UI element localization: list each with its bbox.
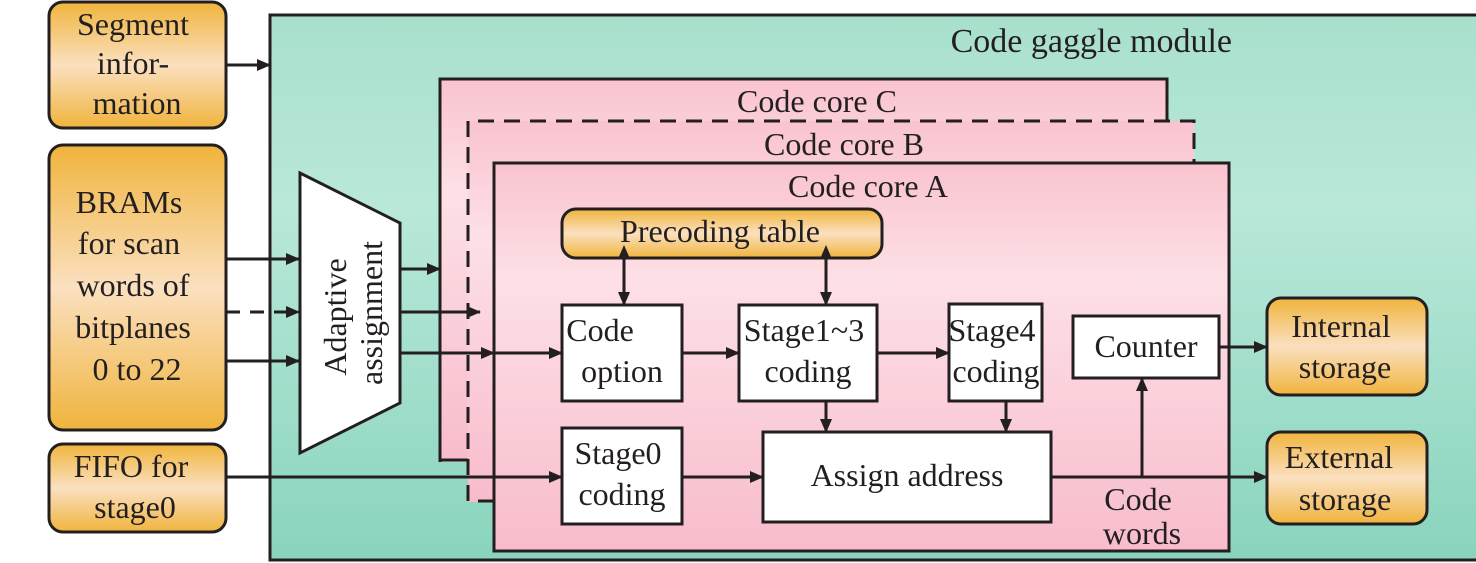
segment-information-box: Segment infor- mation xyxy=(47,0,228,130)
svg-text:Adaptive assignment: Adaptive assignment xyxy=(317,241,389,385)
brams-line-1: BRAMs xyxy=(76,184,183,220)
svg-text:FIFO for stage0: FIFO for stage0 xyxy=(74,448,197,525)
stage1-3-coding-block: Stage1~3 coding xyxy=(737,303,879,403)
stage4-line-1: Stage4 xyxy=(948,312,1035,348)
adaptive-assignment-block: Adaptive assignment xyxy=(298,170,402,456)
brams-box: BRAMs for scan words of bitplanes 0 to 2… xyxy=(47,143,228,432)
counter-block: Counter xyxy=(1071,314,1221,380)
internal-line-2: storage xyxy=(1299,349,1391,385)
svg-text:Stage0 coding: Stage0 coding xyxy=(574,435,669,512)
internal-storage-box: Internal storage xyxy=(1265,296,1429,397)
svg-text:Stage1~3 coding: Stage1~3 coding xyxy=(744,312,872,389)
brams-line-4: bitplanes xyxy=(75,309,191,345)
code-option-line-2: option xyxy=(581,353,663,389)
stage13-line-2: coding xyxy=(764,353,851,389)
assign-address-block: Assign address xyxy=(761,430,1053,524)
internal-line-1: Internal xyxy=(1291,308,1391,344)
precoding-label: Precoding table xyxy=(620,213,820,249)
brams-line-2: for scan xyxy=(78,225,180,261)
svg-text:Internal storage: Internal storage xyxy=(1291,308,1399,385)
fifo-line-2: stage0 xyxy=(94,489,176,525)
brams-line-5: 0 to 22 xyxy=(93,351,182,387)
code-option-block: Code option xyxy=(560,303,684,403)
fifo-line-1: FIFO for xyxy=(74,448,189,484)
svg-text:Stage4 coding: Stage4 coding xyxy=(948,312,1043,389)
svg-text:BRAMs for scan wor: BRAMs for scan words of bitplanes 0 to 2… xyxy=(75,184,199,387)
module-title: Code gaggle module xyxy=(951,23,1232,60)
core-a-title: Code core A xyxy=(788,168,948,204)
stage0-coding-block: Stage0 coding xyxy=(560,426,684,526)
external-line-1: External xyxy=(1285,439,1394,475)
external-line-2: storage xyxy=(1299,481,1391,517)
svg-text:External storage: External storage xyxy=(1285,439,1401,517)
segment-line-1: Segment xyxy=(77,6,189,42)
counter-label: Counter xyxy=(1094,328,1197,364)
connectors xyxy=(226,59,1268,483)
code-option-line-1: Code xyxy=(566,312,634,348)
segment-line-2: infor- xyxy=(97,45,169,81)
stage4-coding-block: Stage4 coding xyxy=(947,302,1044,403)
precoding-table: Precoding table xyxy=(560,207,884,260)
svg-text:Code option: Code option xyxy=(566,312,663,389)
adaptive-line-2: assignment xyxy=(353,241,389,385)
core-c-title: Code core C xyxy=(737,83,897,119)
assign-address-label: Assign address xyxy=(811,457,1004,493)
adaptive-line-1: Adaptive xyxy=(317,258,353,375)
brams-line-3: words of xyxy=(77,267,190,303)
svg-text:Segment infor- mat: Segment infor- mation xyxy=(77,6,197,121)
segment-line-3: mation xyxy=(93,85,182,121)
external-storage-box: External storage xyxy=(1265,430,1429,526)
fifo-stage0-box: FIFO for stage0 xyxy=(47,442,228,534)
stage4-line-2: coding xyxy=(952,353,1039,389)
stage0-line-2: coding xyxy=(578,476,665,512)
core-b-title: Code core B xyxy=(764,126,924,162)
stage13-line-1: Stage1~3 xyxy=(744,312,864,348)
code-words-label: Code words xyxy=(1103,481,1181,551)
stage0-line-1: Stage0 xyxy=(574,435,661,471)
